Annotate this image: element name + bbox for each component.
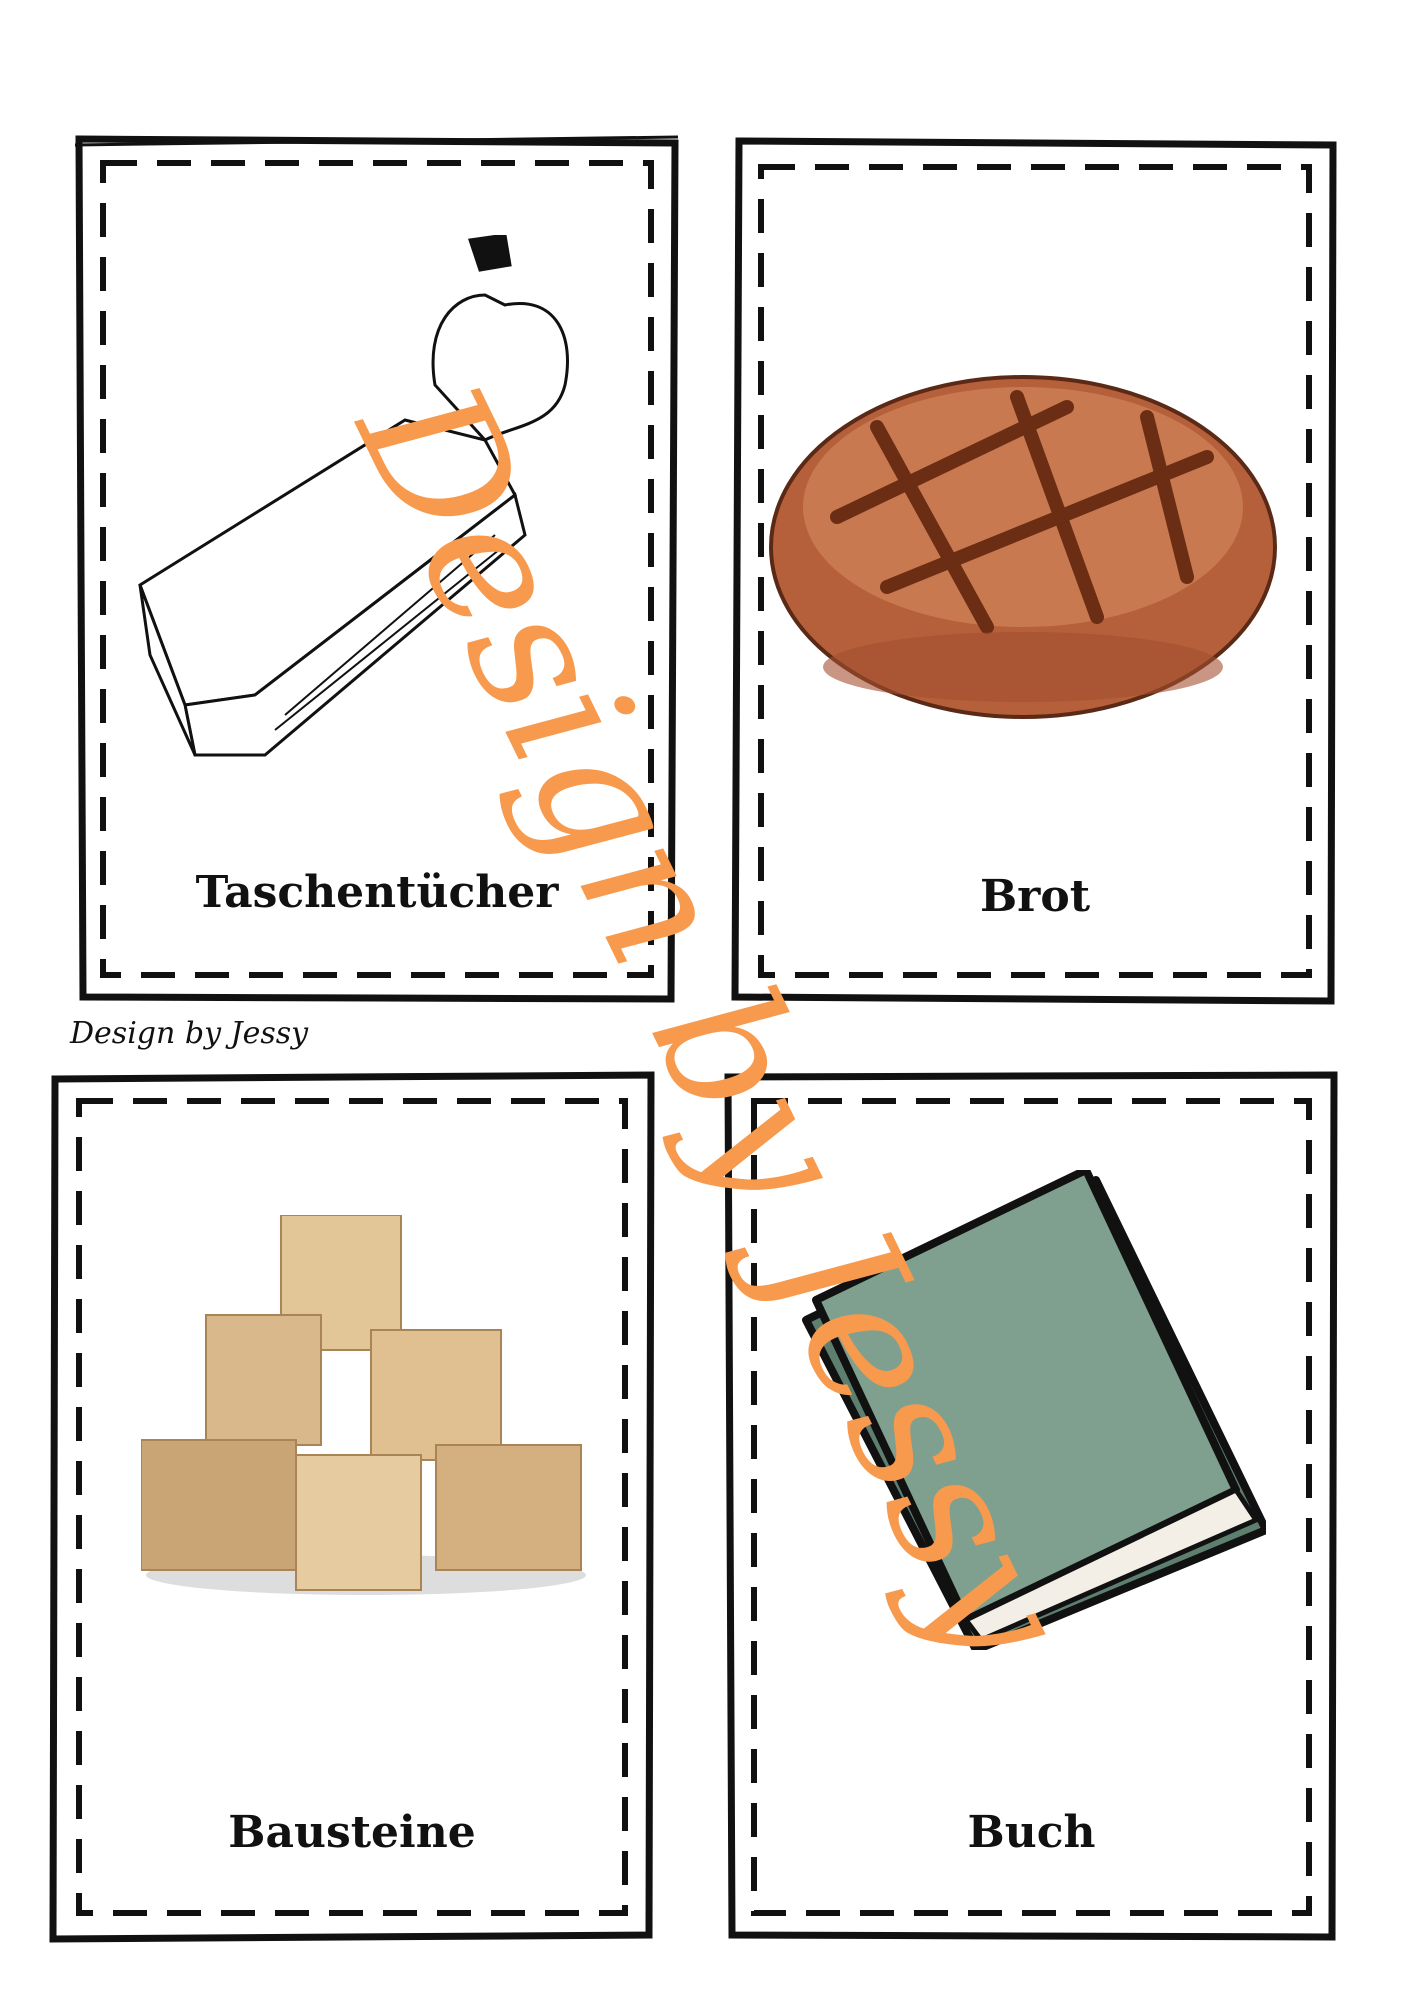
card-label: Bausteine: [228, 1807, 476, 1858]
card-bausteine: Bausteine: [49, 1071, 655, 1943]
card-taschentuecher: Taschentücher: [74, 135, 679, 1003]
card-label: Brot: [979, 871, 1091, 922]
wooden-blocks-illustration: [141, 1215, 586, 1595]
card-label: Buch: [967, 1807, 1096, 1858]
watermark-small: Design by Jessy: [70, 1016, 309, 1051]
book-illustration: [802, 1170, 1266, 1650]
card-buch: Buch: [724, 1071, 1338, 1941]
card-frame: [49, 1071, 655, 1943]
card-label: Taschentücher: [195, 867, 559, 918]
card-frame: [74, 135, 679, 1003]
tissue-pack-illustration: [138, 235, 569, 757]
card-frame: [724, 1071, 1338, 1941]
card-brot: Brot: [731, 137, 1337, 1005]
bread-illustration: [769, 375, 1277, 719]
card-frame: [731, 137, 1337, 1005]
